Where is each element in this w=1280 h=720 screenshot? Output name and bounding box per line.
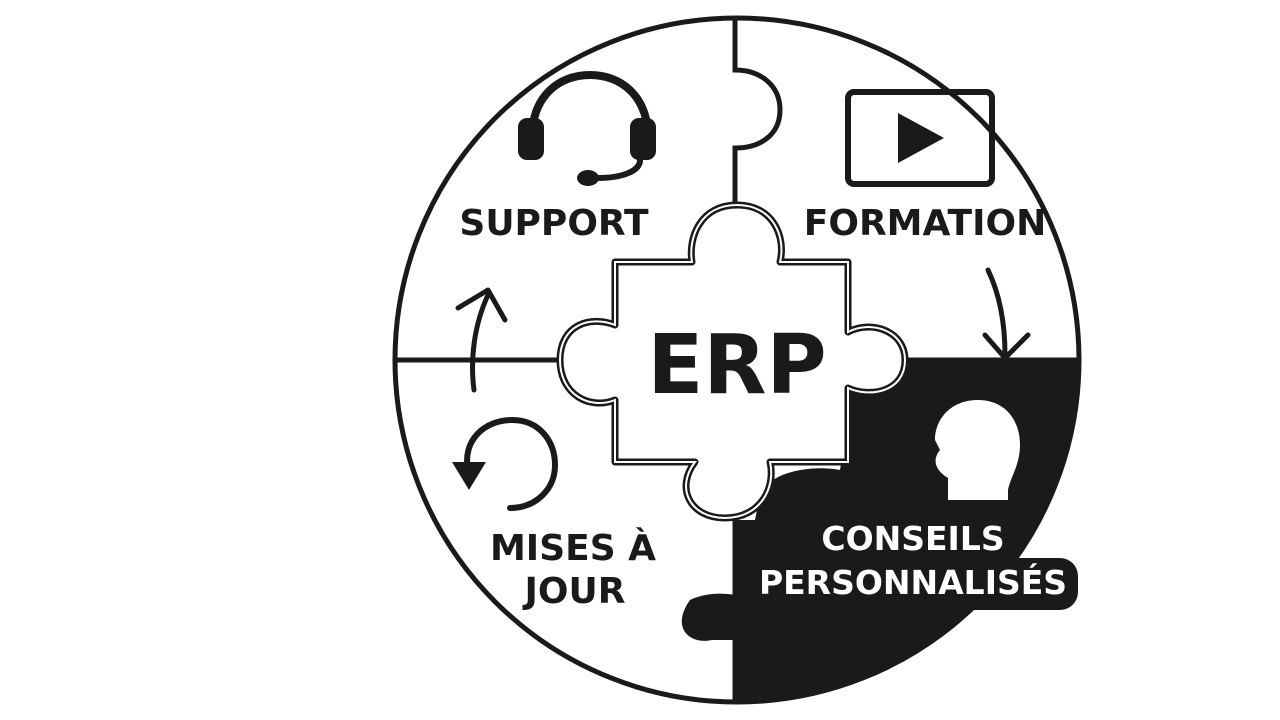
- video-play-icon: [845, 89, 995, 187]
- arrow-up-icon: [455, 287, 508, 393]
- support-label: SUPPORT: [459, 203, 649, 244]
- refresh-icon: [452, 416, 559, 511]
- divider-top: [732, 18, 783, 205]
- head-profile-icon: [935, 400, 1020, 500]
- center-puzzle-piece: [556, 201, 909, 522]
- advice-label-line2: PERSONNALISÉS: [759, 562, 1067, 602]
- advice-label-line1: CONSEILS: [821, 519, 1004, 558]
- updates-label-line2: JOUR: [522, 571, 626, 612]
- headset-icon: [518, 70, 656, 186]
- center-label: ERP: [647, 318, 826, 413]
- updates-label-line1: MISES À: [490, 527, 656, 569]
- formation-label: FORMATION: [804, 203, 1047, 244]
- advice-label-backdrop: [758, 558, 1078, 610]
- arrow-down-icon: [982, 267, 1031, 361]
